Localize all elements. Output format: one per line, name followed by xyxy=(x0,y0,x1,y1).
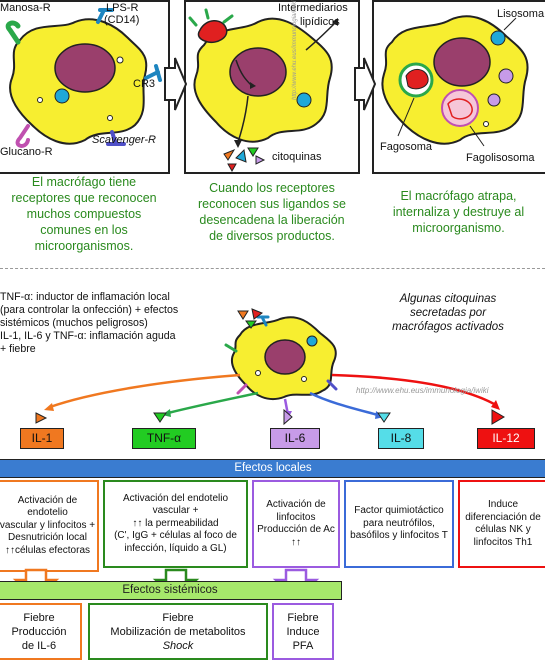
nucleus xyxy=(54,43,116,93)
efectos-sistemicos-header: Efectos sistémicos xyxy=(0,581,342,600)
cytokine-il6: IL-6 xyxy=(270,428,320,449)
phagolysosome xyxy=(441,89,479,127)
efectos-locales-header: Efectos locales xyxy=(0,459,545,478)
cytokine-il1: IL-1 xyxy=(20,428,64,449)
nucleus xyxy=(264,339,306,375)
url-attribution: http://www.ehu.eus/immunologia/iwiki xyxy=(356,386,489,395)
macrophage-receptors xyxy=(5,8,162,148)
label-lisosoma: Lisosoma xyxy=(497,8,545,20)
granule-cyan xyxy=(296,92,312,108)
granule-cyan xyxy=(490,30,506,46)
label-fagosoma: Fagosoma xyxy=(380,141,432,153)
cytokine-il12: IL-12 xyxy=(477,428,535,449)
arrow-il8 xyxy=(309,391,379,417)
label-cd14: (CD14) xyxy=(104,14,140,26)
label-scavenger-r: Scavenger-R xyxy=(92,134,156,146)
label-intermediarios: Intermediarios xyxy=(278,2,348,14)
scavenger-receptor xyxy=(106,130,126,146)
arrow-right-2 xyxy=(354,57,377,111)
label-lps-r: LPS-R xyxy=(106,2,139,14)
cytokine-markers xyxy=(35,408,505,426)
section-divider xyxy=(0,268,545,269)
cytokine-tnf: TNF-α xyxy=(132,428,196,449)
macrophage-release xyxy=(188,8,338,172)
release-arrow xyxy=(237,95,249,143)
nucleus xyxy=(433,37,491,87)
url-vertical: http://www.ehu.eus/immunologia/iwiki xyxy=(292,0,298,100)
arrow-il1 xyxy=(49,373,241,409)
lysosome xyxy=(498,68,514,84)
label-glucano-r: Glucano-R xyxy=(0,146,53,158)
nucleus xyxy=(229,47,287,97)
arrow-tnf xyxy=(167,391,259,415)
manosa-receptor xyxy=(5,20,21,45)
macrophage-phagocytosis xyxy=(381,15,529,147)
label-fagolisosoma: Fagolisosoma xyxy=(466,152,535,164)
label-citoquinas: citoquinas xyxy=(272,151,322,163)
note-tnf: TNF-α: inductor de inflamación local (pa… xyxy=(0,291,179,355)
arrow-il12 xyxy=(331,373,497,407)
cytokine-il8: IL-8 xyxy=(378,428,424,449)
caption-phagocytosis: El macrófago atrapa,internaliza y destru… xyxy=(392,189,525,235)
panel-arrows xyxy=(164,57,377,111)
label-cr3: CR3 xyxy=(133,78,156,90)
label-lipidicos: lipídicos xyxy=(300,16,340,28)
granule-white xyxy=(116,56,124,64)
cr3-receptor xyxy=(144,64,162,82)
arrow-right-1 xyxy=(164,57,188,111)
lps-receptor xyxy=(96,8,114,24)
lipid-arrow xyxy=(305,21,337,51)
macrophage-activated xyxy=(44,308,500,419)
bacterium-red xyxy=(197,20,228,44)
granule-cyan xyxy=(54,88,70,104)
label-manosa-r: Manosa-R xyxy=(0,2,51,14)
glucano-receptor xyxy=(15,124,30,148)
